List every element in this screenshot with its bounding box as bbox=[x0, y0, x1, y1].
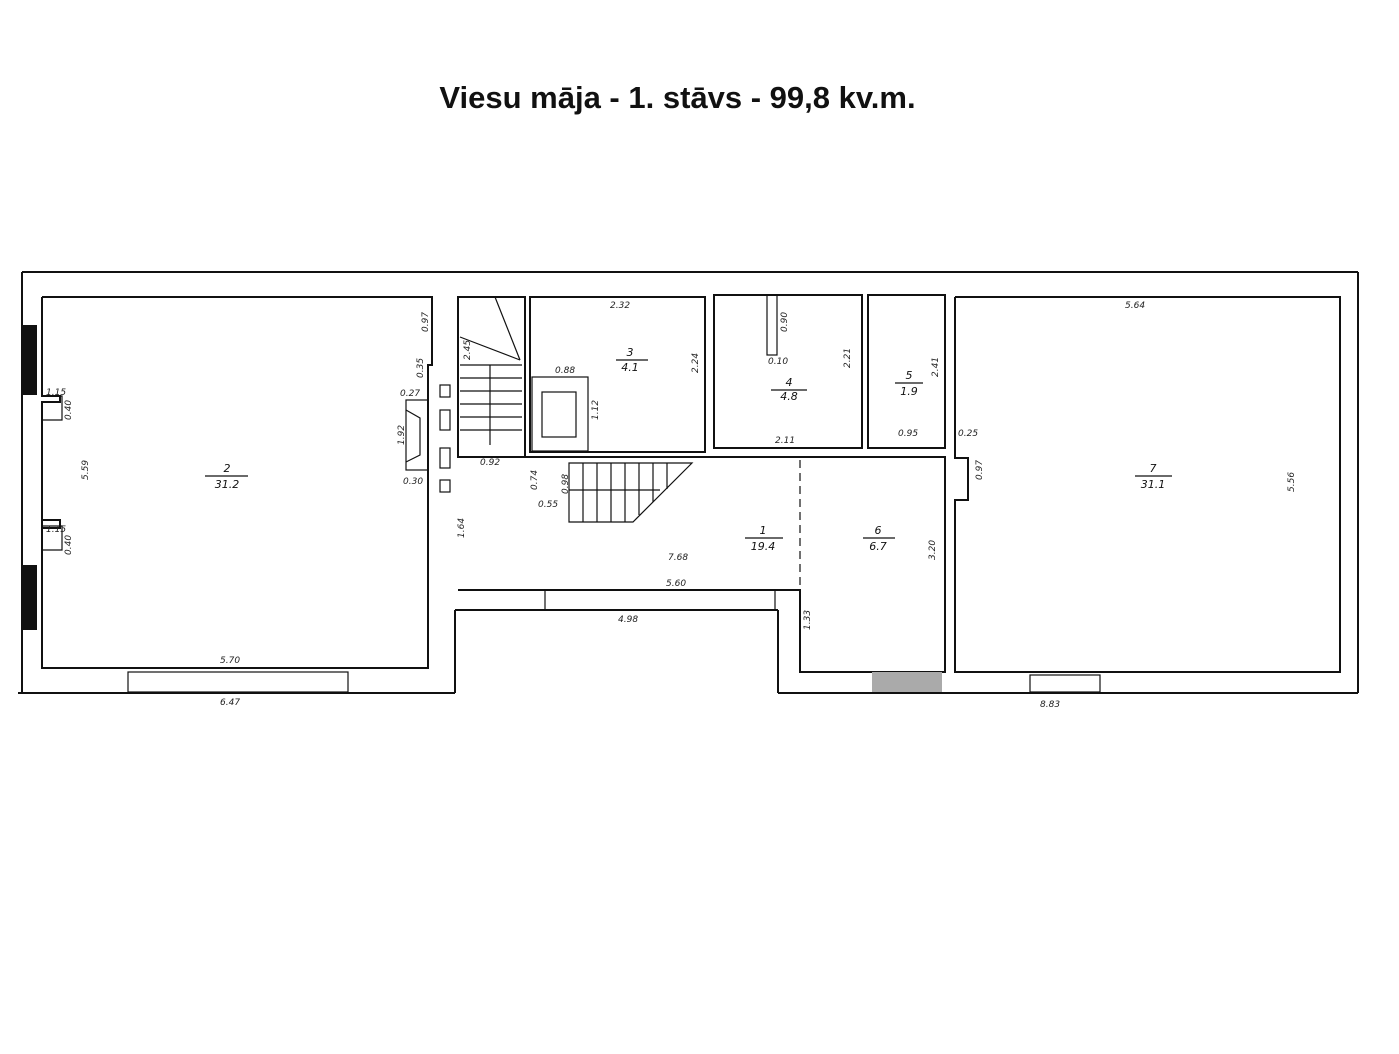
dimension: 5.60 bbox=[666, 579, 686, 589]
room-labels: 2 31.2 3 4.1 4 4.8 5 1.9 1 19.4 6 6.7 7 … bbox=[205, 346, 1172, 553]
dimension: 0.92 bbox=[480, 458, 500, 468]
dimension: 1.15 bbox=[46, 525, 66, 535]
dimension: 1.92 bbox=[397, 425, 407, 445]
room-5-number: 5 bbox=[906, 369, 913, 382]
dimension: 0.40 bbox=[64, 400, 74, 420]
dimension: 5.70 bbox=[220, 656, 240, 666]
dimension: 3.20 bbox=[928, 540, 938, 560]
room-2-area: 31.2 bbox=[215, 478, 240, 491]
dimension: 2.45 bbox=[463, 340, 473, 360]
dimension: 0.40 bbox=[64, 535, 74, 555]
outer-walls bbox=[18, 271, 1359, 694]
room-1-walls bbox=[458, 456, 946, 692]
room-3-number: 3 bbox=[627, 346, 634, 359]
room-7-walls bbox=[954, 296, 1341, 693]
dimension: 0.88 bbox=[555, 366, 575, 376]
dimension: 1.12 bbox=[591, 400, 601, 420]
dimension: 2.11 bbox=[775, 436, 795, 446]
dimension: 4.98 bbox=[618, 615, 638, 625]
room-5-walls bbox=[867, 294, 946, 449]
window-left-top bbox=[23, 325, 37, 395]
dimension: 0.35 bbox=[416, 358, 426, 378]
room-1-number: 1 bbox=[760, 524, 767, 537]
room-3-area: 4.1 bbox=[621, 361, 639, 374]
dimension: 6.47 bbox=[220, 698, 240, 708]
dimension: 5.64 bbox=[1125, 301, 1145, 311]
window-left-bottom bbox=[23, 565, 37, 630]
room-5-area: 1.9 bbox=[900, 385, 918, 398]
dimension: 5.59 bbox=[81, 460, 91, 480]
dimension: 0.74 bbox=[530, 470, 540, 490]
room-7-number: 7 bbox=[1150, 462, 1157, 475]
dimension: 0.27 bbox=[400, 389, 420, 399]
dimension: 0.97 bbox=[975, 460, 985, 480]
dimension: 1.15 bbox=[46, 388, 66, 398]
dimension: 2.41 bbox=[931, 357, 941, 377]
room-7-area: 31.1 bbox=[1141, 478, 1166, 491]
dimension: 2.32 bbox=[610, 301, 630, 311]
staircase-upper bbox=[457, 296, 526, 458]
dimension: 5.56 bbox=[1287, 472, 1297, 492]
dimension: 0.25 bbox=[958, 429, 978, 439]
dimension: 2.21 bbox=[843, 348, 853, 368]
dimension-labels: 5.70 6.47 5.59 1.15 0.40 1.15 0.40 0.97 … bbox=[46, 301, 1297, 710]
dimension: 1.33 bbox=[803, 610, 813, 630]
room-4-number: 4 bbox=[786, 376, 793, 389]
chimneys bbox=[439, 384, 451, 493]
room-6-area: 6.7 bbox=[869, 540, 887, 553]
page-title: Viesu māja - 1. stāvs - 99,8 kv.m. bbox=[439, 80, 916, 115]
dimension: 0.95 bbox=[898, 429, 918, 439]
dimension: 1.64 bbox=[457, 518, 467, 538]
dimension: 7.68 bbox=[668, 553, 688, 563]
dimension: 8.83 bbox=[1040, 700, 1060, 710]
room-1-area: 19.4 bbox=[751, 540, 776, 553]
dimension: 2.24 bbox=[691, 353, 701, 373]
room-2-number: 2 bbox=[224, 462, 231, 475]
door-room-6 bbox=[872, 672, 942, 692]
room-4-walls bbox=[713, 294, 863, 449]
dimension: 0.30 bbox=[403, 477, 423, 487]
room-3-walls bbox=[529, 296, 706, 453]
room-4-area: 4.8 bbox=[780, 390, 798, 403]
room-6-number: 6 bbox=[875, 524, 882, 537]
dimension: 0.98 bbox=[561, 474, 571, 494]
dimension: 0.10 bbox=[768, 357, 788, 367]
dimension: 0.55 bbox=[538, 500, 558, 510]
dimension: 0.97 bbox=[421, 312, 431, 332]
dimension: 0.90 bbox=[780, 312, 790, 332]
room-2-walls bbox=[41, 296, 433, 693]
